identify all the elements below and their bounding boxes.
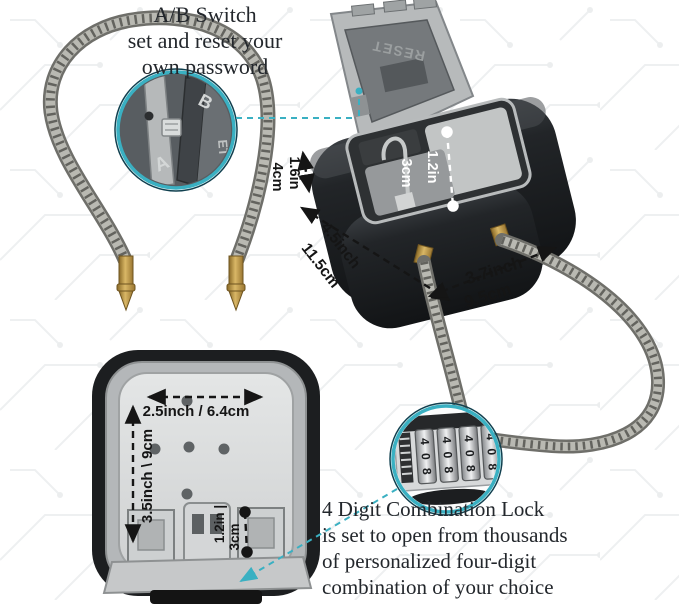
svg-text:4: 4	[483, 433, 497, 441]
cable-loop	[42, 10, 276, 312]
combo-lock-caption-line4: combination of your choice	[322, 575, 554, 599]
svg-text:0: 0	[484, 448, 498, 456]
combo-lock-caption-line1: 4 Digit Combination Lock	[322, 497, 545, 521]
mounting-hole	[183, 441, 195, 453]
ab-switch-caption-line2: set and reset your	[127, 28, 283, 53]
combo-dial: 4 0 8	[436, 426, 459, 483]
callout-lines	[236, 95, 398, 583]
shackle-wire	[381, 136, 410, 197]
mounting-hole	[181, 488, 193, 500]
svg-text:4: 4	[461, 435, 475, 443]
dim-inner-in: 1.2in	[424, 150, 440, 183]
measure-line-plate-depth	[239, 506, 253, 558]
dim-inner-cm: 3cm	[398, 158, 414, 187]
dial-knurl	[398, 432, 414, 484]
callout-combo	[239, 488, 398, 583]
combo-lock-caption-line3: of personalized four-digit	[322, 549, 537, 573]
measure-line-inner-depth	[441, 126, 459, 212]
svg-text:0: 0	[462, 450, 476, 458]
dim-plate-depth-cm: 3cm	[227, 523, 242, 550]
lockbox-lid: RESET	[329, 0, 475, 150]
svg-text:0: 0	[440, 451, 454, 459]
svg-text:8: 8	[485, 463, 499, 471]
ab-switch-caption-line1: A/B Switch	[153, 2, 257, 27]
dim-plate-height: 3.5inch \ 9cm	[139, 429, 156, 523]
measure-line-cable-gap	[427, 246, 558, 298]
cable-tip-right	[226, 255, 246, 312]
combo-dial: 4 0 8	[458, 425, 481, 482]
callout-ab-dot	[355, 87, 363, 95]
measure-line-height	[297, 150, 315, 194]
svg-text:8: 8	[463, 464, 477, 472]
svg-text:8: 8	[420, 468, 434, 476]
svg-text:0: 0	[419, 453, 433, 461]
shackle-base	[394, 192, 416, 211]
ab-switch-caption: A/B Switch set and reset your own passwo…	[100, 2, 310, 80]
svg-text:4: 4	[418, 438, 432, 446]
plate-latch-mechanism	[102, 502, 313, 604]
combo-lock-inset: 4 0 8 4 0 8 4 0 8 4	[389, 402, 503, 516]
combo-dial: 4 0 8	[414, 428, 438, 485]
combo-dials: 4 0 8 4 0 8 4 0 8 4	[414, 423, 501, 485]
dim-plate-width: 2.5inch / 6.4cm	[143, 403, 250, 420]
ab-switch-inset: B A ET	[114, 68, 238, 192]
back-plate	[92, 350, 320, 604]
combo-lock-caption-line2: is set to open from thousands	[322, 523, 568, 547]
dim-height-in: 1.6in	[286, 156, 302, 189]
dim-height-cm: 4cm	[269, 162, 285, 191]
svg-text:4: 4	[439, 436, 453, 444]
measurement-lines	[124, 150, 558, 558]
ab-switch-caption-line3: own password	[141, 54, 269, 79]
cable-tip-left	[116, 255, 136, 312]
mounting-hole	[149, 443, 161, 455]
mounting-hole	[218, 443, 230, 455]
combo-lock-caption: 4 Digit Combination Lock is set to open …	[322, 496, 622, 600]
dim-plate-depth-in: 1.2in |	[212, 505, 227, 543]
svg-text:8: 8	[442, 466, 456, 474]
measure-line-width	[299, 206, 452, 302]
